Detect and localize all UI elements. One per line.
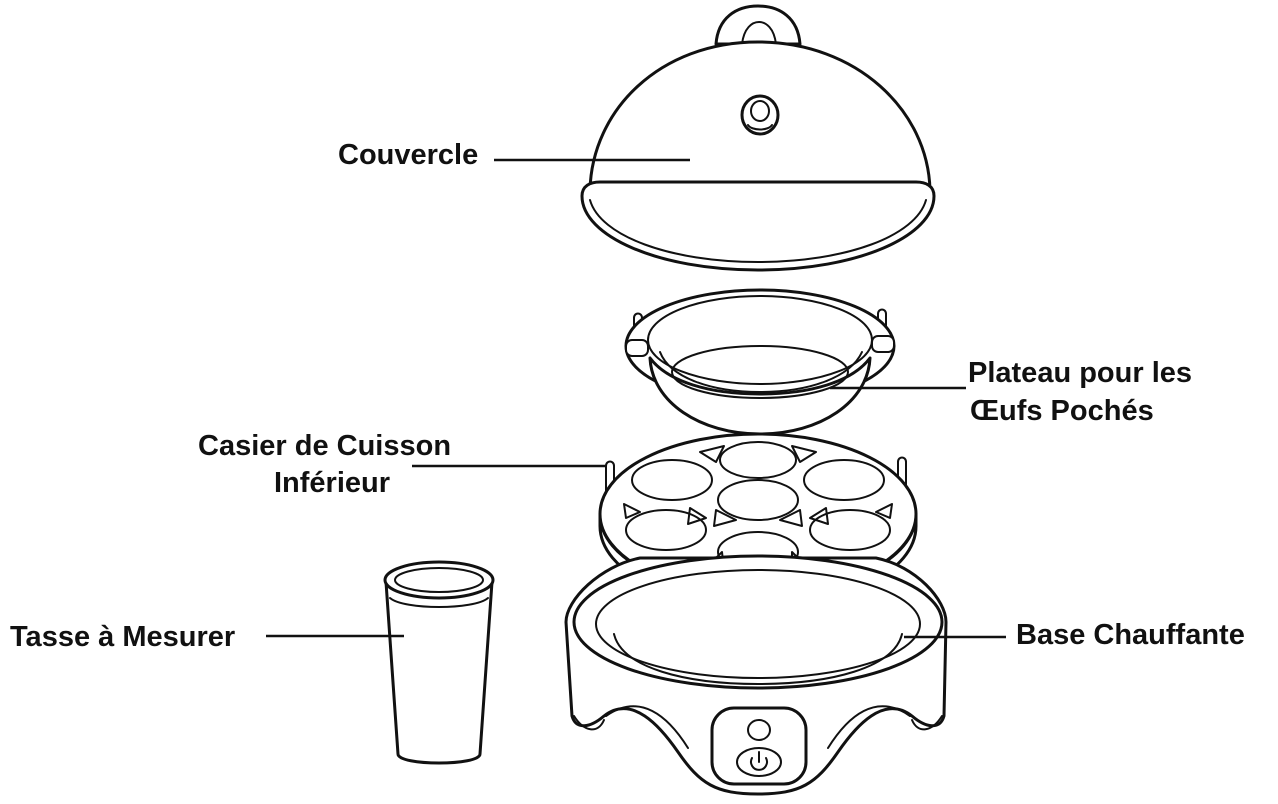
lid <box>580 4 936 272</box>
power-icon <box>750 751 768 771</box>
label-poach-tray-line1: Plateau pour les <box>968 357 1192 389</box>
label-lid: Couvercle <box>338 139 478 171</box>
label-lower-rack-line2: Inférieur <box>274 467 390 499</box>
label-poach-tray-line2: Œufs Pochés <box>970 395 1154 427</box>
lower-cooking-rack <box>598 432 918 613</box>
label-measuring-cup: Tasse à Mesurer <box>10 621 235 653</box>
poaching-tray <box>624 288 896 436</box>
label-heating-base: Base Chauffante <box>1016 619 1245 651</box>
heating-base <box>564 554 948 796</box>
measuring-cup <box>383 560 495 765</box>
label-lower-rack-line1: Casier de Cuisson <box>198 430 451 462</box>
